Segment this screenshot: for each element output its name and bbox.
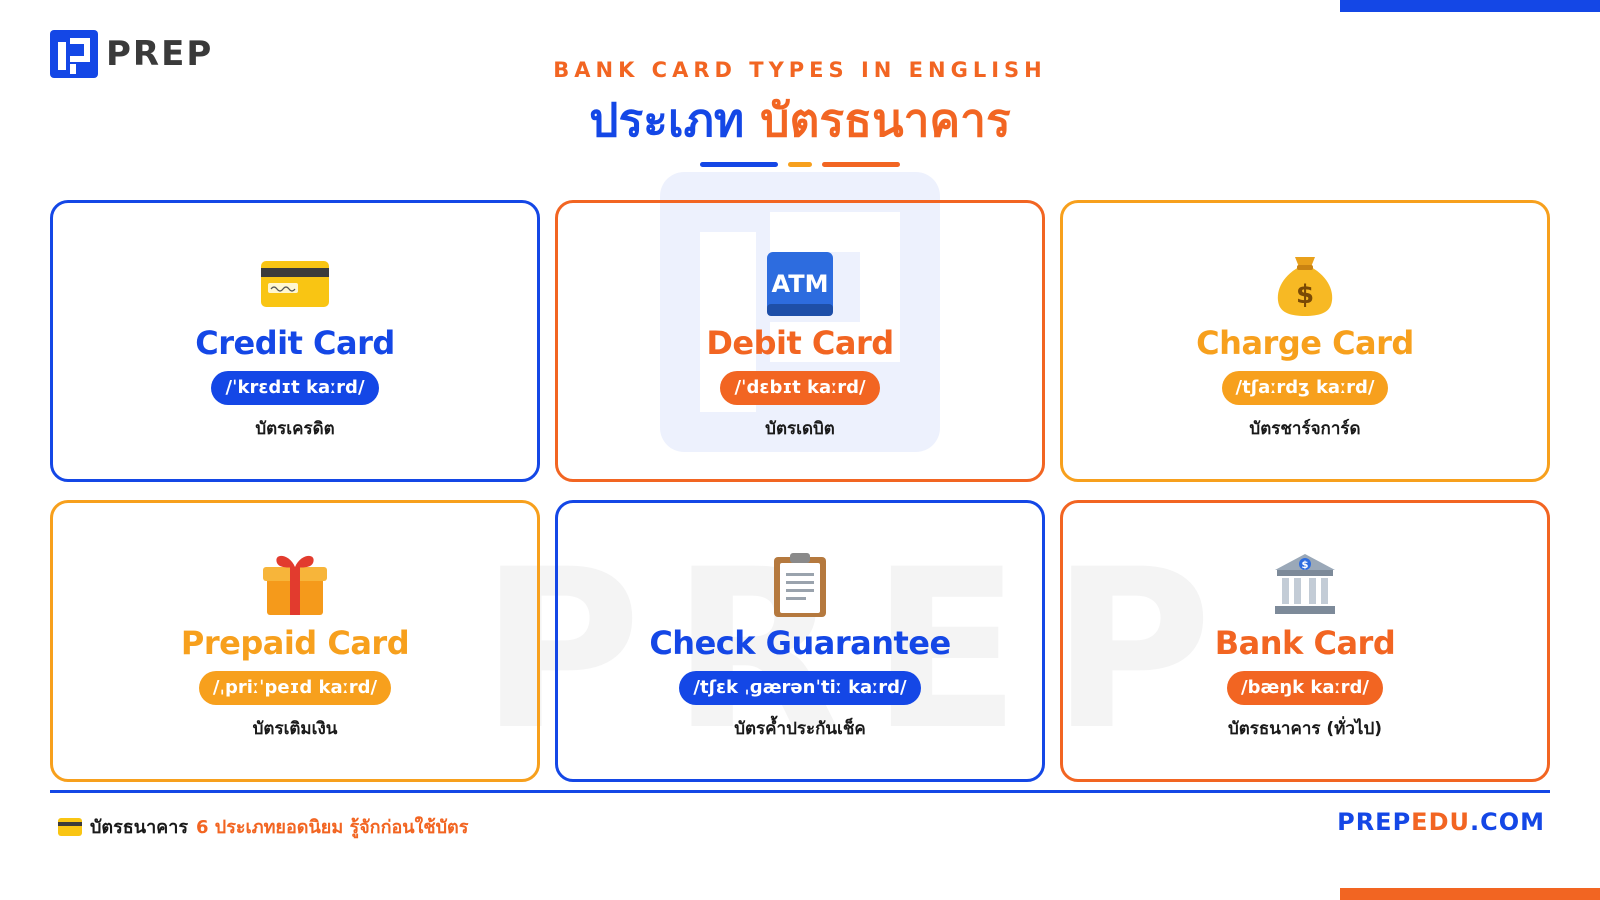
card-ipa: /ˈdɛbɪt kaːrd/: [720, 370, 880, 405]
watermark-text: PREP: [480, 540, 1242, 760]
card-prepaid[interactable]: Prepaid Card /ˌpriːˈpeɪd kaːrd/ บัตรเติม…: [50, 500, 540, 782]
title-divider: [0, 162, 1600, 167]
svg-text:ATM: ATM: [772, 270, 829, 298]
bank-icon: $: [1268, 547, 1342, 621]
divider-segment-amber: [788, 162, 812, 167]
title-part-2: บัตรธนาคาร: [760, 93, 1011, 147]
footer-text-accent: 6 ประเภทยอดนิยม รู้จักก่อนใช้บัตร: [196, 817, 469, 838]
page-title: ประเภท บัตรธนาคาร: [0, 92, 1600, 148]
card-ipa: /ˌpriːˈpeɪd kaːrd/: [198, 670, 392, 705]
card-thai: บัตรชาร์จการ์ด: [1249, 418, 1361, 439]
divider-segment-orange: [822, 162, 900, 167]
card-name: Debit Card: [706, 323, 894, 362]
card-debit[interactable]: ATM Debit Card /ˈdɛbɪt kaːrd/ บัตรเดบิต: [555, 200, 1045, 482]
card-grid: Credit Card /ˈkrɛdɪt kaːrd/ บัตรเครดิต A…: [50, 200, 1550, 782]
svg-text:$: $: [1296, 280, 1314, 310]
clipboard-icon: [763, 547, 837, 621]
footer-divider: [50, 790, 1550, 793]
card-ipa: /ˈkrɛdɪt kaːrd/: [211, 370, 379, 405]
footer-caption: บัตรธนาคาร 6 ประเภทยอดนิยม รู้จักก่อนใช้…: [58, 812, 468, 841]
card-thai: บัตรเติมเงิน: [252, 718, 338, 739]
bottom-accent-bar: [1340, 888, 1600, 900]
credit-card-icon: [258, 247, 332, 321]
atm-icon: ATM: [763, 247, 837, 321]
card-name: Credit Card: [195, 323, 395, 362]
card-thai: บัตรเครดิต: [255, 418, 335, 439]
card-bank[interactable]: $ Bank Card /bæŋk kaːrd/ บัตรธนาคาร (ทั่…: [1060, 500, 1550, 782]
card-charge[interactable]: $ Charge Card /tʃaːrdʒ kaːrd/ บัตรชาร์จก…: [1060, 200, 1550, 482]
page-subtitle: BANK CARD TYPES IN ENGLISH: [553, 58, 1047, 82]
card-thai: บัตรค้ำประกันเช็ค: [734, 718, 866, 739]
card-ipa: /bæŋk kaːrd/: [1227, 670, 1383, 705]
prep-logo-icon: [50, 30, 98, 78]
card-name: Prepaid Card: [180, 623, 410, 662]
logo-text: PREP: [106, 34, 214, 74]
brand-logo[interactable]: PREP: [50, 30, 213, 78]
svg-text:$: $: [1302, 560, 1309, 571]
website-suffix: .COM: [1469, 808, 1545, 836]
card-ipa: /tʃaːrdʒ kaːrd/: [1221, 370, 1389, 405]
card-ipa: /tʃɛk ˌɡærənˈtiː kaːrd/: [679, 670, 921, 705]
gift-icon: [258, 547, 332, 621]
money-bag-icon: $: [1268, 247, 1342, 321]
website-link[interactable]: PREPEDU.COM: [1337, 808, 1545, 836]
credit-card-icon: [58, 817, 82, 836]
card-name: Charge Card: [1196, 323, 1414, 362]
website-mid: EDU: [1411, 808, 1470, 836]
top-accent-bar: [1340, 0, 1600, 12]
card-thai: บัตรธนาคาร (ทั่วไป): [1227, 718, 1383, 739]
card-credit[interactable]: Credit Card /ˈkrɛdɪt kaːrd/ บัตรเครดิต: [50, 200, 540, 482]
card-check-guarantee[interactable]: Check Guarantee /tʃɛk ˌɡærənˈtiː kaːrd/ …: [555, 500, 1045, 782]
divider-segment-blue: [700, 162, 778, 167]
card-name: Bank Card: [1214, 623, 1396, 662]
card-thai: บัตรเดบิต: [765, 418, 835, 439]
footer-text-dark: บัตรธนาคาร: [90, 817, 188, 838]
page-header: BANK CARD TYPES IN ENGLISH ประเภท บัตรธน…: [0, 58, 1600, 167]
card-name: Check Guarantee: [649, 623, 951, 662]
website-prefix: PREP: [1337, 808, 1412, 836]
title-part-1: ประเภท: [589, 93, 745, 147]
